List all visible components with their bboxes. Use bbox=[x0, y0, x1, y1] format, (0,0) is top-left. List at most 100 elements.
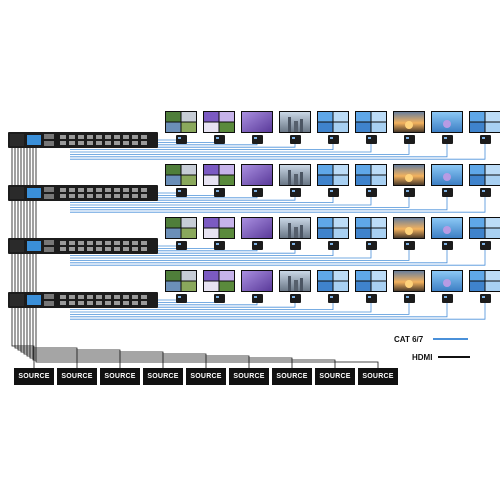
matrix-key bbox=[96, 194, 102, 198]
matrix-key bbox=[78, 135, 84, 139]
matrix-key bbox=[69, 141, 75, 145]
device-layer bbox=[8, 111, 500, 308]
screen-tower bbox=[288, 117, 291, 132]
receiver-led bbox=[292, 137, 295, 139]
screen-quad bbox=[470, 122, 485, 132]
receiver-box bbox=[176, 135, 187, 144]
receiver-led bbox=[178, 137, 181, 139]
receiver-led bbox=[444, 243, 447, 245]
matrix-key bbox=[96, 135, 102, 139]
receiver-led bbox=[330, 296, 333, 298]
screen-quad bbox=[204, 271, 219, 281]
screen-tower bbox=[288, 276, 291, 291]
screen-quad bbox=[333, 112, 348, 122]
receiver-led bbox=[406, 137, 409, 139]
matrix-display bbox=[27, 188, 41, 198]
screen-quad bbox=[333, 122, 348, 132]
screen-quad bbox=[166, 271, 181, 281]
screen-quad bbox=[219, 218, 234, 228]
screen-quad bbox=[204, 228, 219, 238]
receiver-box bbox=[328, 241, 339, 250]
display-node bbox=[203, 217, 235, 250]
receiver-led bbox=[254, 137, 257, 139]
display-node bbox=[431, 111, 463, 144]
matrix-key bbox=[132, 241, 138, 245]
screen-quad bbox=[181, 122, 196, 132]
matrix-key bbox=[87, 141, 93, 145]
matrix-key bbox=[114, 194, 120, 198]
display-node bbox=[393, 270, 425, 303]
receiver-box bbox=[366, 188, 377, 197]
matrix-key bbox=[141, 241, 147, 245]
receiver-led bbox=[292, 296, 295, 298]
receiver-led bbox=[216, 296, 219, 298]
source-box: SOURCE bbox=[100, 368, 140, 385]
matrix-switcher bbox=[8, 292, 158, 308]
screen-flower bbox=[443, 279, 451, 287]
source-box: SOURCE bbox=[143, 368, 183, 385]
cat-cable bbox=[70, 302, 448, 318]
screen-quad bbox=[204, 281, 219, 291]
receiver-box bbox=[252, 294, 263, 303]
matrix-key bbox=[132, 301, 138, 305]
receiver-led bbox=[292, 243, 295, 245]
matrix-key bbox=[105, 194, 111, 198]
screen-quad bbox=[181, 165, 196, 175]
matrix-key bbox=[123, 295, 129, 299]
matrix-key bbox=[105, 241, 111, 245]
matrix-key bbox=[123, 194, 129, 198]
cat-cable bbox=[70, 143, 372, 153]
receiver-box bbox=[404, 135, 415, 144]
matrix-key bbox=[105, 247, 111, 251]
display-node bbox=[317, 217, 349, 250]
screen-quad bbox=[219, 122, 234, 132]
matrix-key bbox=[96, 188, 102, 192]
display-node bbox=[279, 270, 311, 303]
screen-tower bbox=[300, 172, 303, 185]
screen-quad bbox=[219, 228, 234, 238]
matrix-key bbox=[123, 247, 129, 251]
receiver-box bbox=[366, 294, 377, 303]
screen-tower bbox=[294, 121, 298, 132]
receiver-box bbox=[290, 135, 301, 144]
screen-flower bbox=[443, 173, 451, 181]
display-node bbox=[317, 164, 349, 197]
matrix-key bbox=[105, 188, 111, 192]
matrix-key bbox=[141, 247, 147, 251]
screen-quad bbox=[166, 122, 181, 132]
screen-quad bbox=[166, 228, 181, 238]
matrix-key bbox=[69, 135, 75, 139]
matrix-key bbox=[123, 188, 129, 192]
display-node bbox=[469, 270, 500, 303]
screen-quad bbox=[181, 271, 196, 281]
receiver-box bbox=[214, 188, 225, 197]
screen-quad bbox=[318, 112, 333, 122]
matrix-key bbox=[114, 135, 120, 139]
display-node bbox=[165, 164, 197, 197]
screen-quad bbox=[333, 271, 348, 281]
screen-quad bbox=[371, 122, 386, 132]
matrix-logo-plate bbox=[10, 134, 24, 146]
display-node bbox=[393, 164, 425, 197]
receiver-led bbox=[368, 137, 371, 139]
matrix-key bbox=[69, 247, 75, 251]
screen-quad bbox=[356, 112, 371, 122]
matrix-key bbox=[123, 135, 129, 139]
matrix-key bbox=[96, 241, 102, 245]
receiver-led bbox=[406, 190, 409, 192]
matrix-key bbox=[141, 135, 147, 139]
screen-tower bbox=[288, 223, 291, 238]
matrix-button bbox=[44, 134, 54, 139]
matrix-display bbox=[27, 241, 41, 251]
screen-quad bbox=[356, 271, 371, 281]
display-node bbox=[165, 217, 197, 250]
screen-quad bbox=[470, 228, 485, 238]
receiver-box bbox=[290, 188, 301, 197]
matrix-key bbox=[87, 295, 93, 299]
legend bbox=[433, 338, 470, 358]
matrix-key bbox=[60, 301, 66, 305]
matrix-key bbox=[78, 194, 84, 198]
screen-quad bbox=[166, 112, 181, 122]
matrix-key bbox=[69, 194, 75, 198]
screen-quad bbox=[333, 175, 348, 185]
